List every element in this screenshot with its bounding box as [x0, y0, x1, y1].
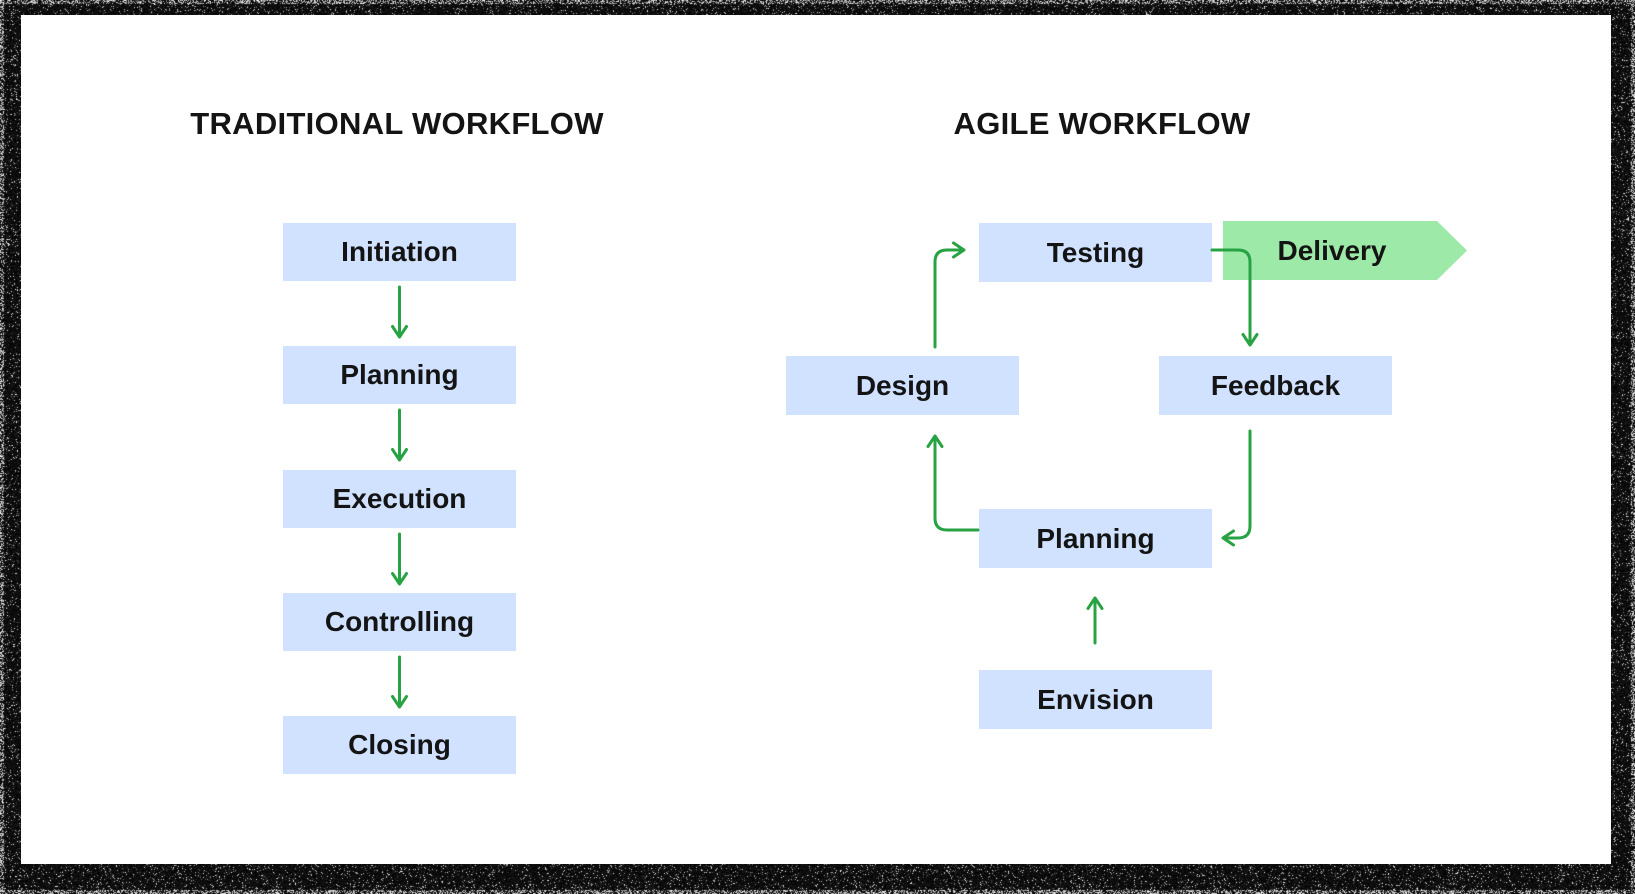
- node-delivery: Delivery: [1223, 221, 1467, 280]
- node-initiation: Initiation: [283, 223, 516, 281]
- node-planning-traditional: Planning: [283, 346, 516, 404]
- node-closing: Closing: [283, 716, 516, 774]
- agile-workflow-heading: AGILE WORKFLOW: [852, 106, 1352, 142]
- node-execution: Execution: [283, 470, 516, 528]
- node-testing: Testing: [979, 223, 1212, 282]
- node-envision: Envision: [979, 670, 1212, 729]
- node-controlling: Controlling: [283, 593, 516, 651]
- traditional-workflow-heading: TRADITIONAL WORKFLOW: [147, 106, 647, 142]
- node-planning-agile: Planning: [979, 509, 1212, 568]
- diagram-card: [21, 15, 1611, 864]
- node-feedback: Feedback: [1159, 356, 1392, 415]
- node-design: Design: [786, 356, 1019, 415]
